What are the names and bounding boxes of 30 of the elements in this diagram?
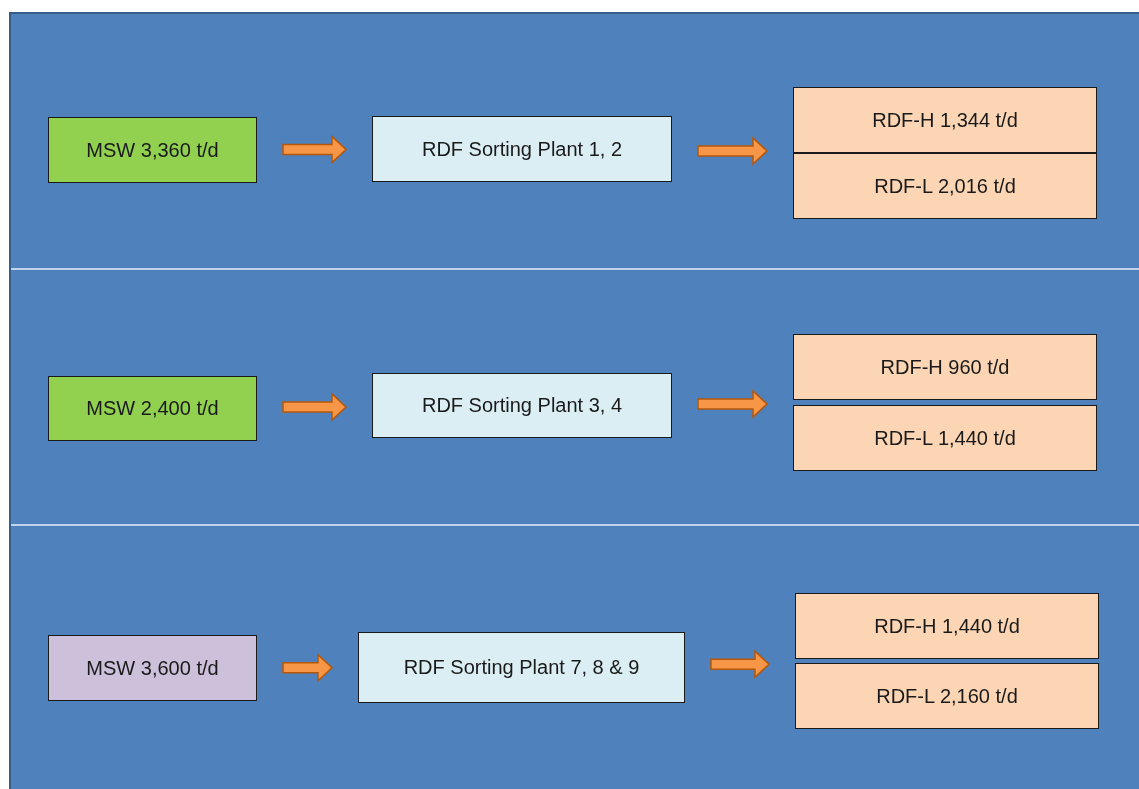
output-box xyxy=(793,87,1097,153)
process-box xyxy=(358,632,685,703)
output-box xyxy=(795,593,1099,659)
box-label: RDF-H 1,344 t/d xyxy=(871,108,1019,132)
box-label: RDF Sorting Plant 1, 2 xyxy=(420,137,624,161)
box-label: RDF Sorting Plant 3, 4 xyxy=(420,394,624,417)
box-label: RDF-L 2,160 t/d xyxy=(875,684,1019,708)
input-box xyxy=(48,376,257,441)
output-box xyxy=(793,334,1097,400)
input-box xyxy=(48,117,257,183)
block-arrow xyxy=(697,389,769,419)
box-label: MSW 3,600 t/d xyxy=(85,656,220,680)
box-label: MSW 2,400 t/d xyxy=(85,397,220,420)
output-box xyxy=(793,153,1097,219)
input-box xyxy=(48,635,257,701)
process-box xyxy=(372,116,672,182)
box-label: RDF-H 960 t/d xyxy=(879,355,1011,379)
block-arrow xyxy=(282,134,348,165)
box-label: RDF Sorting Plant 7, 8 & 9 xyxy=(402,656,641,679)
block-arrow xyxy=(697,136,769,166)
box-label: RDF-L 1,440 t/d xyxy=(873,426,1017,450)
output-box xyxy=(793,405,1097,471)
process-box xyxy=(372,373,672,438)
output-box xyxy=(795,663,1099,729)
box-label: MSW 3,360 t/d xyxy=(85,138,220,162)
block-arrow xyxy=(710,649,771,679)
box-label: RDF-H 1,440 t/d xyxy=(873,614,1021,638)
box-label: RDF-L 2,016 t/d xyxy=(873,174,1017,198)
block-arrow xyxy=(282,653,334,683)
block-arrow xyxy=(282,392,348,422)
